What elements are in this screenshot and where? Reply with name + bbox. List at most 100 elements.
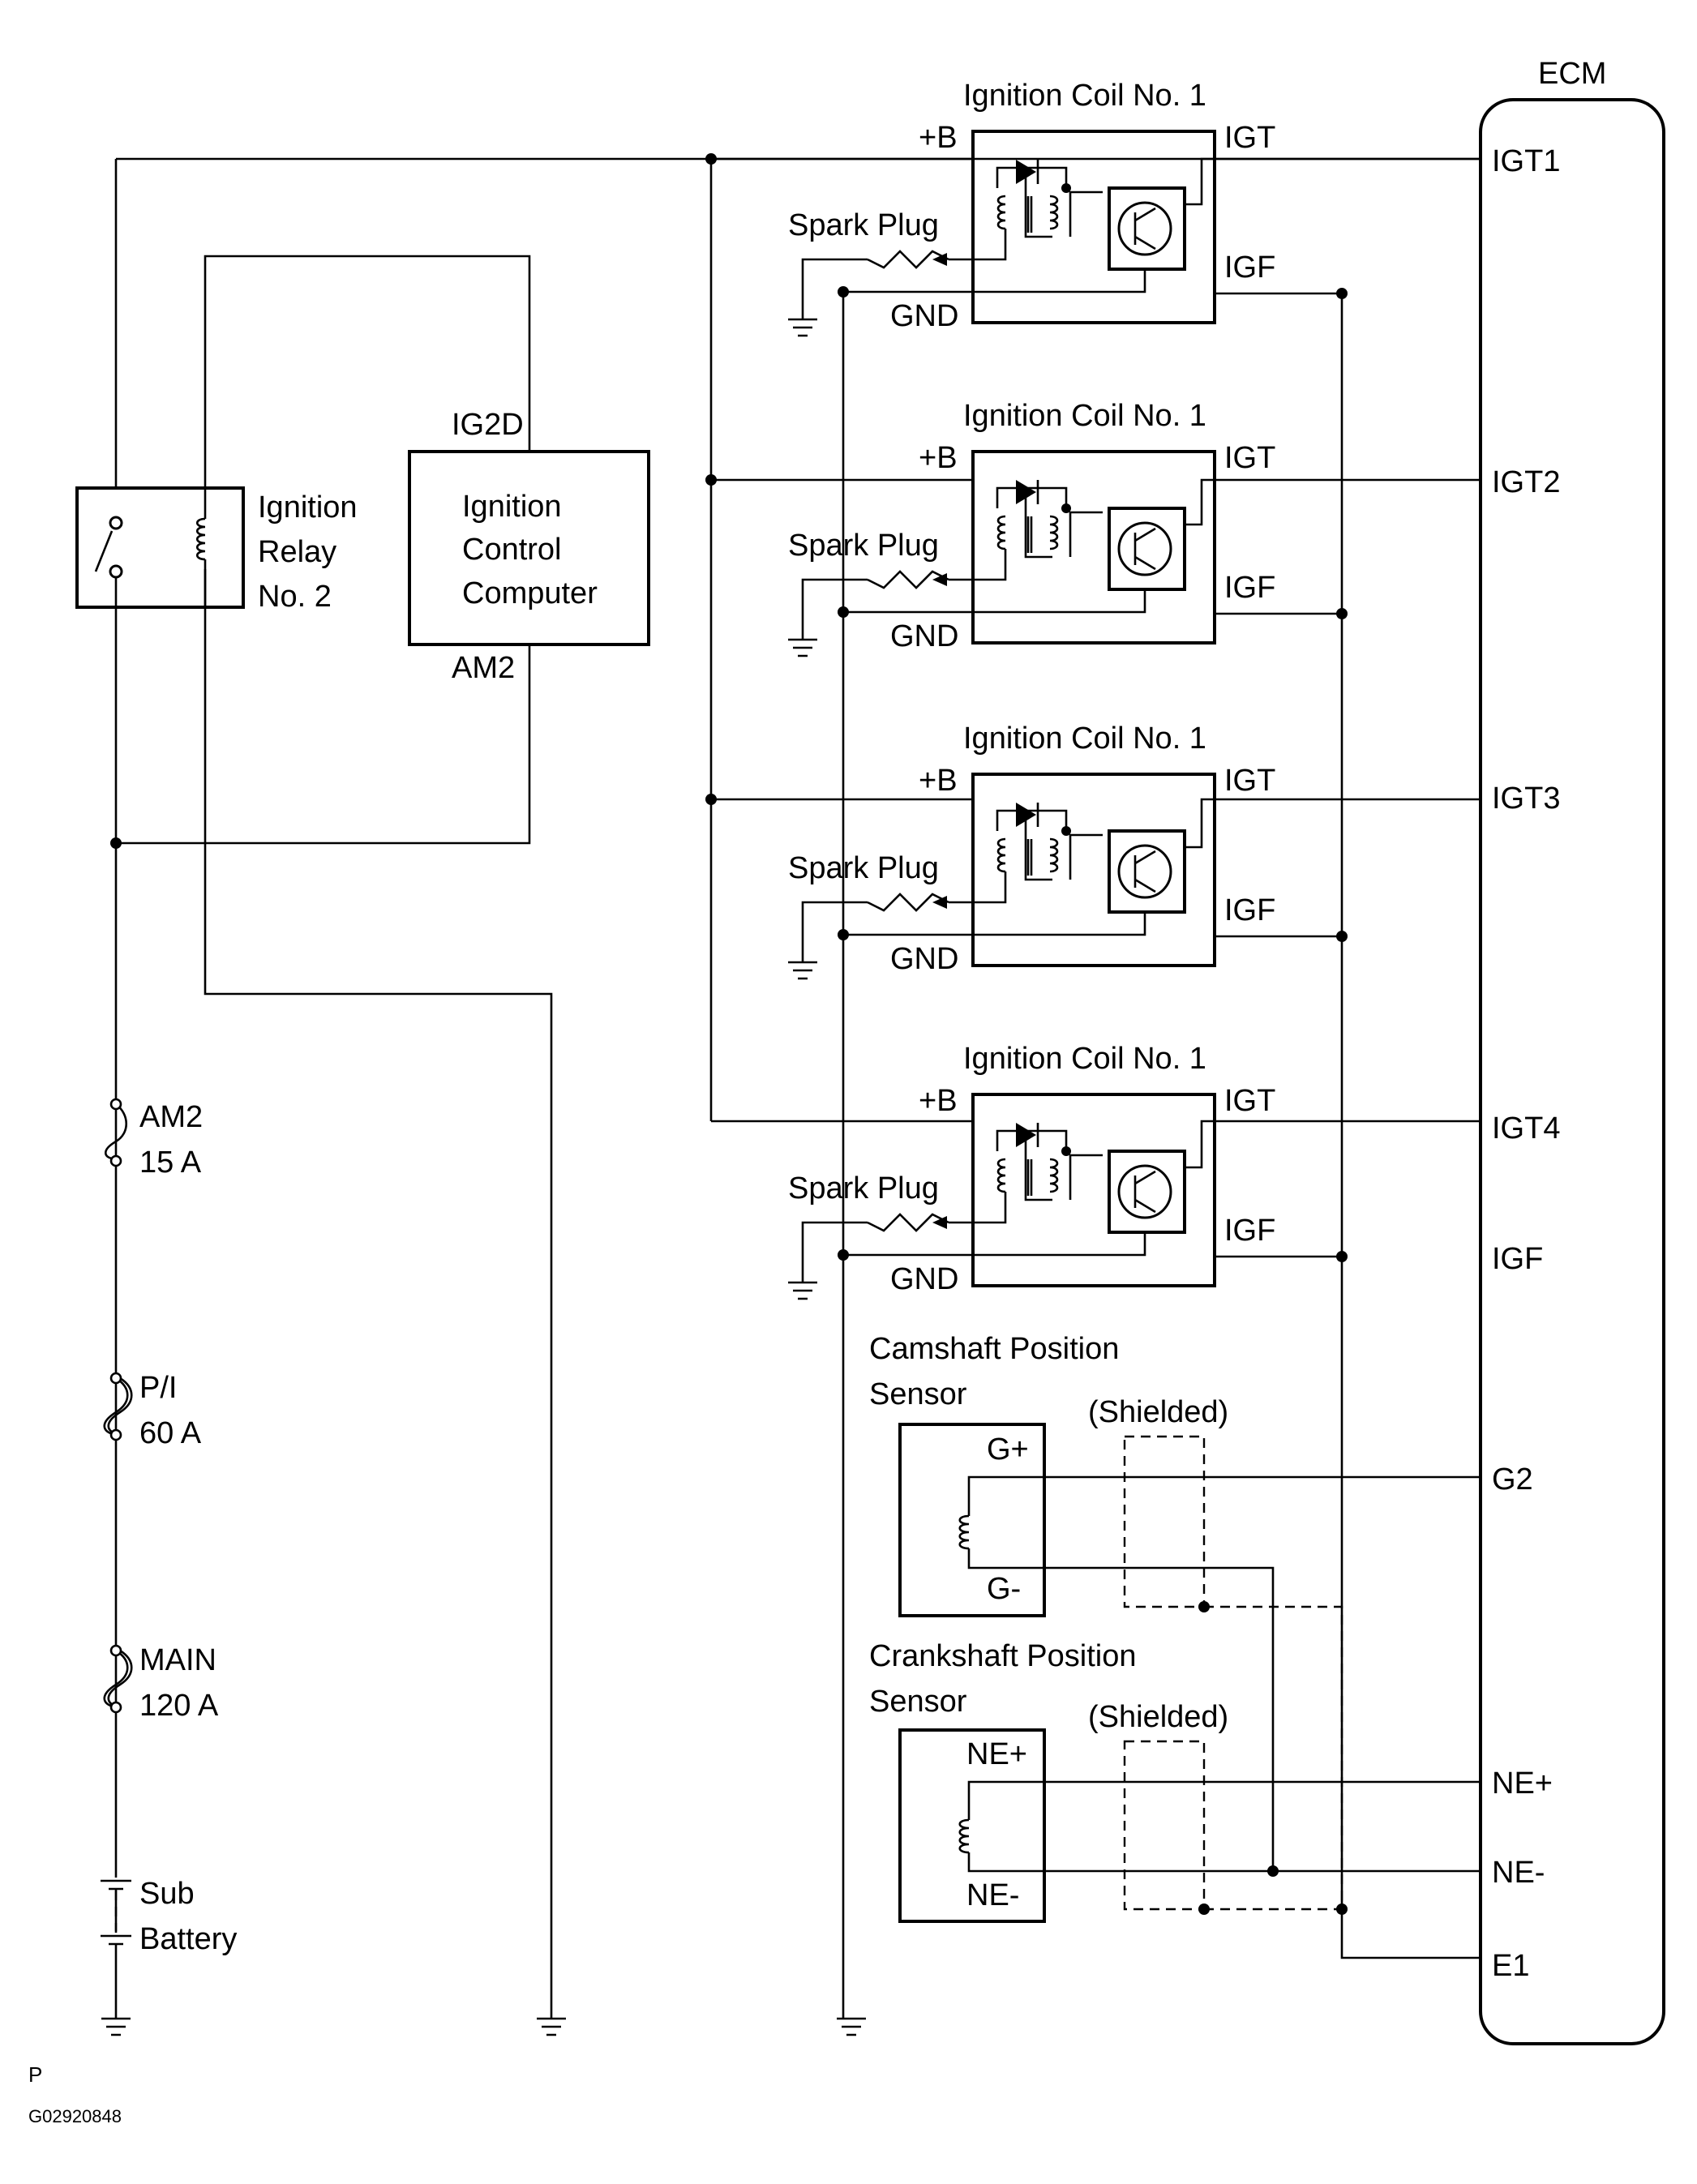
ground-icon — [788, 1281, 817, 1300]
crankshaft-shielded-label: (Shielded) — [1088, 1700, 1228, 1734]
spark-plug-icon — [867, 1213, 949, 1232]
diode-icon — [1016, 803, 1036, 827]
coil-hv-lead — [949, 229, 1007, 261]
ground-icon — [788, 318, 817, 337]
fuse-terminal — [109, 1644, 122, 1657]
junction-dot — [1061, 183, 1071, 193]
fuse-main-rating: 120 A — [139, 1689, 219, 1723]
camshaft-pin-g-plus: G+ — [987, 1432, 1029, 1467]
spark-plug-ground-wire — [801, 901, 868, 962]
ignition-control-computer: IG2D Ignition Control Computer AM2 — [408, 408, 650, 685]
coil-diode-loop — [996, 486, 1068, 508]
fuse-main-name: MAIN — [139, 1643, 216, 1677]
igniter-box — [1108, 1150, 1186, 1234]
coil-spark-plug-label: Spark Plug — [788, 208, 939, 242]
junction-dot — [1336, 1904, 1348, 1915]
fusible-link-icon — [103, 1377, 133, 1437]
sensor-coil-icon — [958, 1514, 970, 1550]
igniter-gnd-lead — [973, 269, 1146, 293]
fuse-terminal — [109, 1154, 122, 1167]
relay-label-2: Relay — [258, 535, 336, 569]
fuse-pi: P/I 60 A — [103, 1371, 202, 1450]
spark-gap-icon — [932, 1216, 947, 1229]
coil-primary-winding-icon — [996, 1158, 1006, 1193]
computer-label-1: Ignition — [462, 490, 562, 524]
sensor-coil-leads — [967, 1475, 1044, 1569]
ecm-pin-e1: E1 — [1492, 1949, 1529, 1983]
camshaft-label-1: Camshaft Position — [869, 1332, 1119, 1366]
coil-secondary-winding-icon — [1049, 837, 1059, 873]
fuse-icon — [104, 1103, 127, 1161]
shield-drain — [1204, 1605, 1343, 1909]
coil-pin-igt: IGT — [1224, 121, 1275, 155]
junction-dot — [838, 606, 849, 618]
coil-secondary-winding-icon — [1049, 1158, 1059, 1193]
coil-primary-lead — [1024, 1131, 1052, 1201]
junction-dot — [838, 286, 849, 298]
ignition-coils: Ignition Coil No. 1 +B IGT IGF GND Spark… — [711, 79, 1481, 1300]
coil-to-igniter-wire — [1069, 1154, 1103, 1200]
relay-coil-icon — [196, 517, 206, 561]
junction-dot — [1336, 288, 1348, 299]
fuse-am2-rating: 15 A — [139, 1146, 202, 1180]
ignition-coil-3: Ignition Coil No. 1 +B IGT IGF GND Spark… — [711, 722, 1481, 980]
coil-pin-igt: IGT — [1224, 1084, 1275, 1118]
transistor-icon — [1117, 521, 1172, 576]
igniter-igt-lead — [1185, 1120, 1215, 1169]
igniter-gnd-lead — [973, 912, 1146, 936]
coil-to-igniter-wire — [1069, 191, 1103, 237]
coil-title: Ignition Coil No. 1 — [963, 722, 1206, 756]
coil-pin-gnd: GND — [890, 619, 958, 653]
camshaft-pin-g-minus: G- — [987, 1572, 1021, 1606]
battery-label-1: Sub — [139, 1877, 195, 1911]
camshaft-sensor-box — [898, 1423, 1046, 1617]
igniter-igt-lead — [1185, 478, 1215, 526]
fuse-terminal — [109, 1428, 122, 1441]
transistor-leads — [1133, 527, 1156, 571]
coil-pin-igf: IGF — [1224, 893, 1275, 927]
coil-primary-lead — [1024, 811, 1052, 881]
ecm-pin-igt4: IGT4 — [1492, 1111, 1560, 1146]
junction-dot — [1336, 1251, 1348, 1262]
transistor-icon — [1117, 1164, 1172, 1219]
coil-hv-lead — [949, 871, 1007, 904]
diode-icon — [1016, 160, 1036, 184]
footer-letter: P — [28, 2062, 42, 2087]
fuse-am2: AM2 15 A — [104, 1098, 203, 1180]
ecm-pin-igt3: IGT3 — [1492, 782, 1560, 816]
sub-battery: Sub Battery — [101, 1877, 237, 1956]
spark-plug-ground-wire — [801, 258, 868, 319]
ground-icon — [101, 2017, 131, 2036]
spark-gap-icon — [932, 253, 947, 266]
transistor-leads — [1133, 850, 1156, 893]
coil-title: Ignition Coil No. 1 — [963, 79, 1206, 113]
spark-plug-ground-wire — [801, 578, 868, 640]
computer-pin-am2: AM2 — [452, 651, 515, 685]
coil-spark-plug-label: Spark Plug — [788, 529, 939, 563]
coil-pin-igf: IGF — [1224, 1214, 1275, 1248]
coil-pin-plus-b: +B — [919, 764, 958, 798]
sensor-coil-leads — [967, 1780, 1044, 1873]
ecm-pin-igt1: IGT1 — [1492, 144, 1560, 178]
coil-core-icon — [1026, 516, 1033, 553]
coil-core-icon — [1026, 1159, 1033, 1196]
igniter-box — [1108, 829, 1186, 914]
ecm-outline — [1479, 98, 1665, 2045]
battery-cell-bottom — [101, 1934, 131, 1946]
footer-code: G02920848 — [28, 2106, 122, 2126]
coil-to-igniter-wire — [1069, 833, 1103, 880]
junction-dot — [838, 929, 849, 940]
relay-contact-top — [109, 516, 123, 530]
diode-icon — [1016, 480, 1036, 504]
coil-core-icon — [1026, 196, 1033, 233]
transistor-icon — [1117, 844, 1172, 899]
coil-box — [971, 773, 1216, 967]
igniter-box — [1108, 186, 1186, 271]
ground-icon — [788, 638, 817, 657]
spark-gap-icon — [932, 896, 947, 909]
battery-label-2: Battery — [139, 1922, 237, 1956]
spark-plug-icon — [867, 250, 949, 269]
coil-pin-gnd: GND — [890, 942, 958, 976]
igniter-igt-lead — [1185, 798, 1215, 849]
junction-dot — [1061, 503, 1071, 513]
